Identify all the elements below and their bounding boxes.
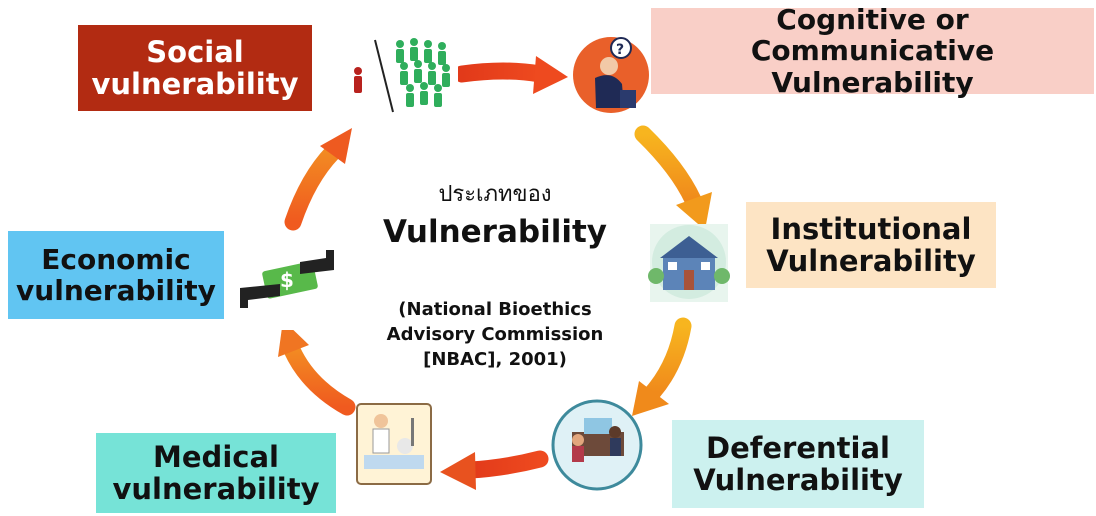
institutional-vulnerability-box: Institutional Vulnerability [746,202,996,288]
confused-thinker-icon: ? [573,37,649,113]
school-building-icon [648,224,730,302]
hospital-patient-icon [356,403,432,485]
money-handover-icon: $ [236,234,336,330]
box-label-line2: Vulnerability [771,65,974,99]
box-label-line1: Institutional [770,211,972,246]
economic-vulnerability-box: Economic vulnerability [8,231,224,319]
arrow-deferential-to-medical [440,450,549,490]
box-label-line1: Cognitive or Communicative [750,2,995,68]
arrow-cognitive-to-institutional [634,125,712,230]
box-label-line1: Economic [41,242,191,276]
citation-line-1: (National Bioethics [398,299,592,320]
box-label-line2: vulnerability [91,67,299,101]
center-thai-title: ประเภทของ [438,182,552,207]
svg-text:?: ? [616,42,624,58]
box-label-line2: vulnerability [16,274,216,307]
medical-vulnerability-box: Medical vulnerability [96,433,336,513]
box-label-line1: Medical [153,439,279,474]
citation-line-2: Advisory Commission [386,323,604,345]
office-meeting-icon [551,399,643,491]
box-label-line2: Vulnerability [766,244,976,278]
social-vulnerability-box: Social vulnerability [78,25,312,111]
crowd-vs-individual-icon [342,30,458,126]
deferential-vulnerability-box: Deferential Vulnerability [672,420,924,508]
arrow-institutional-to-deferential [632,317,692,416]
arrow-medical-to-economic [278,320,356,416]
cognitive-vulnerability-box: Cognitive or Communicative Vulnerability [651,4,1094,98]
box-label-line2: vulnerability [112,472,320,506]
box-label-line1: Social [146,34,244,69]
svg-text:$: $ [280,268,294,292]
center-citation: (National Bioethics Advisory Commission … [360,298,630,372]
box-label-line2: Vulnerability [693,463,903,497]
center-main-title: Vulnerability [383,214,607,250]
arrow-social-to-cognitive [453,56,568,94]
arrow-economic-to-social [284,128,352,231]
box-label-line1: Deferential [706,430,890,465]
citation-line-3: [NBAC], 2001) [423,348,567,370]
